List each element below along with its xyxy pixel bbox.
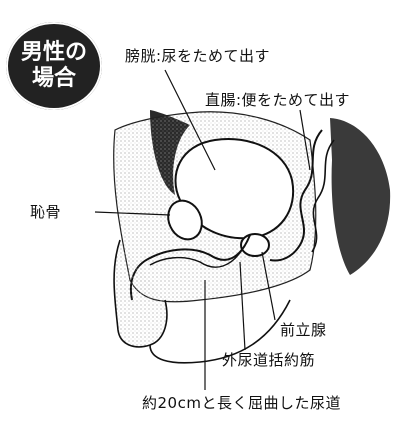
bladder-label: 膀胱:尿をためて出す: [125, 49, 270, 64]
badge-line-1: 男性の: [21, 40, 87, 66]
prostate-label: 前立腺: [280, 323, 327, 338]
rectum-shadow: [330, 118, 390, 275]
title-badge: 男性の 場合: [6, 22, 102, 110]
urethra-label: 約20cmと長く屈曲した尿道: [142, 396, 341, 411]
rectum-label: 直腸:便をためて出す: [205, 93, 350, 108]
external-sphincter-label: 外尿道括約筋: [222, 353, 315, 368]
pubic-bone-label: 恥骨: [30, 205, 61, 220]
badge-line-2: 場合: [32, 66, 76, 92]
